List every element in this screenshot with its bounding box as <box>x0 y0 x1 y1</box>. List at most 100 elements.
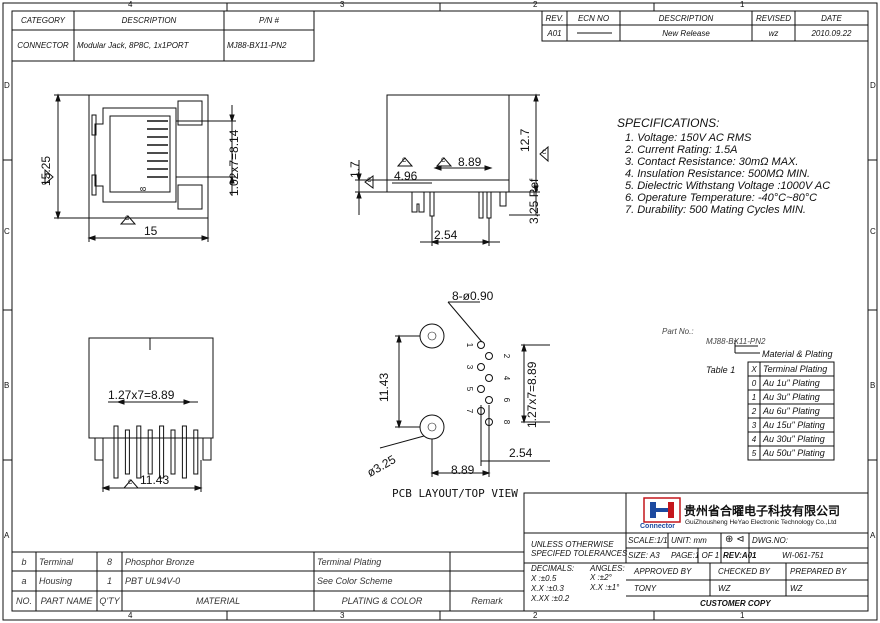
scale-value: SCALE:1/1 <box>628 536 668 545</box>
plating-description: Au 50u" Plating <box>763 448 825 458</box>
pcb-hole <box>477 385 485 393</box>
checked-value: WZ <box>718 584 731 593</box>
dim-bottom-pitch: 1.27x7=8.89 <box>108 388 175 402</box>
spec-item: 4. Insulation Resistance: 500MΩ MIN. <box>625 168 811 180</box>
header-pn-label: P/N # <box>258 16 279 25</box>
company-name-en: GuiZhousheng HeYao Electronic Technology… <box>685 519 837 526</box>
side-view <box>355 93 549 246</box>
company-name-cn: 贵州省合曜电子科技有限公司 <box>684 504 841 518</box>
dwg-no-label: DWG.NO: <box>752 536 788 545</box>
bom-cell: Phosphor Bronze <box>125 556 195 567</box>
dim-pcb-offset: 2.54 <box>509 446 533 460</box>
datum-triangle-front-left: C <box>46 174 51 180</box>
pcb-hole <box>485 374 493 382</box>
approved-value: TONY <box>634 584 657 593</box>
tolerance-note-1: UNLESS OTHERWISE <box>531 540 614 549</box>
bom-header: Remark <box>471 596 503 606</box>
pin-number: 3 <box>465 364 475 370</box>
bom-cell: Terminal Plating <box>317 556 382 567</box>
zone-col-1: 1 <box>740 0 745 9</box>
pcb-view-title: PCB LAYOUT/TOP VIEW <box>392 487 518 500</box>
approved-label: APPROVED BY <box>634 567 692 576</box>
terminal-pin <box>124 429 130 475</box>
decimals-label: DECIMALS: <box>531 564 575 573</box>
dim-pcb-pitch: 1.27x7=8.89 <box>525 361 539 428</box>
front-view <box>44 93 236 242</box>
header-description-value: Modular Jack, 8P8C, 1x1PORT <box>77 41 189 50</box>
bom-cell: See Color Scheme <box>317 576 393 586</box>
plating-code: 2 <box>751 406 757 416</box>
zone-row-d-right: D <box>870 81 876 90</box>
dim-pcb-height: 11.43 <box>377 372 391 402</box>
zone-row-a-right: A <box>870 531 876 540</box>
pin-number: 2 <box>502 353 512 359</box>
zone-row-d: D <box>4 81 10 90</box>
dim-side-step: 1.7 <box>348 161 362 178</box>
spec-item: 3. Contact Resistance: 30mΩ MAX. <box>625 156 799 168</box>
datum-triangle-side-c: C <box>367 178 372 184</box>
pin-number: 5 <box>465 386 475 392</box>
pin-number: 6 <box>502 397 512 403</box>
rev-header-revised: REVISED <box>755 13 792 23</box>
bom-header: PLATING & COLOR <box>341 596 423 606</box>
bom-cell: a <box>21 576 27 586</box>
plating-code: 0 <box>751 378 757 388</box>
bom-header: NO. <box>15 596 32 606</box>
header-category-value: CONNECTOR <box>17 41 69 50</box>
pcb-hole <box>477 363 485 371</box>
page-value: PAGE:1 OF 1 <box>671 551 720 560</box>
part-no-value: MJ88-BX11-PN2 <box>706 337 766 346</box>
spec-item: 1. Voltage: 150V AC RMS <box>625 132 752 144</box>
rev-header-date: DATE <box>821 13 842 23</box>
bom-cell: b <box>21 556 27 567</box>
dim-pcb-holes: 8-ø0.90 <box>452 289 494 303</box>
company-logo <box>643 497 681 523</box>
angle-tolerance: X.X :±1° <box>590 583 620 592</box>
dim-front-pitch: 1.02x7=8.14 <box>227 129 241 196</box>
zone-col-1-bottom: 1 <box>740 611 745 620</box>
zone-row-b: B <box>4 381 10 390</box>
pin-number: 7 <box>465 408 475 414</box>
zone-col-3: 3 <box>340 0 345 9</box>
plating-description: Au 15u" Plating <box>763 420 825 430</box>
spec-item: 2. Current Rating: 1.5A <box>625 144 738 156</box>
dim-bottom-width: 11.43 <box>140 473 170 487</box>
part-no-label: Part No.: <box>662 327 694 336</box>
rev-value-description: New Release <box>662 28 710 38</box>
dim-side-height: 12.7 <box>518 128 532 152</box>
bom-header: MATERIAL <box>195 596 241 606</box>
dim-side-ref: 3.25 Ref <box>527 178 541 224</box>
dim-side-pitch: 2.54 <box>434 228 458 242</box>
bom-cell: PBT UL94V-0 <box>125 576 181 586</box>
size-value: SIZE: A3 <box>628 551 660 560</box>
plating-code: 4 <box>751 434 757 444</box>
pcb-hole <box>485 396 493 404</box>
zone-row-b-right: B <box>870 381 876 390</box>
tolerance-note-2: SPECIFED TOLERANCES <box>531 549 628 558</box>
terminal-pin <box>181 425 187 479</box>
rev-value: REV:A01 <box>723 551 757 560</box>
pcb-layout-view <box>379 301 550 477</box>
pin-number: 8 <box>502 419 512 425</box>
zone-col-3-bottom: 3 <box>340 611 345 620</box>
front-pin-label: 8 <box>139 186 149 192</box>
terminal-pin <box>136 425 142 479</box>
plating-code: 1 <box>751 392 757 402</box>
pcb-hole <box>477 341 485 349</box>
decimal-tolerance: X :±0.5 <box>531 574 557 583</box>
bom-header: Q'TY <box>99 596 120 606</box>
terminal-pin <box>170 429 176 475</box>
rev-value-revised: wz <box>768 28 779 38</box>
bom-cell: 1 <box>106 576 112 586</box>
header-description-label: DESCRIPTION <box>121 16 177 25</box>
zone-row-a: A <box>4 531 10 540</box>
rev-value-date: 2010.09.22 <box>811 28 852 38</box>
terminal-pin <box>147 429 153 475</box>
datum-triangle-front-bottom: C <box>125 216 130 222</box>
plating-code: X <box>751 364 757 374</box>
plating-description: Au 30u" Plating <box>763 434 825 444</box>
plating-description: Terminal Plating <box>763 364 828 374</box>
